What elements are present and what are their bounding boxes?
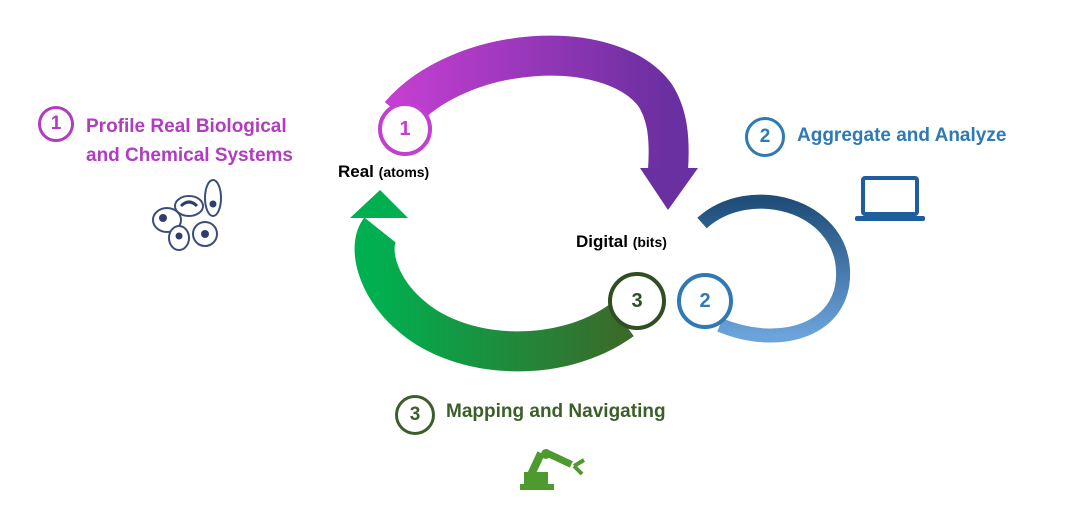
blue-arrow-loop (697, 194, 851, 343)
cycle-badge-2: 2 (677, 273, 733, 329)
purple-arrow-arc (384, 35, 689, 172)
step-2-title: Aggregate and Analyze (797, 125, 1007, 146)
step-1-title-line1: Profile Real Biological (86, 116, 287, 137)
step-1-title-line2: and Chemical Systems (86, 145, 293, 166)
green-arrowhead (350, 190, 408, 218)
step-1-title: Profile Real Biological and Chemical Sys… (86, 112, 293, 170)
purple-arrowhead (640, 168, 698, 210)
step-3-badge: 3 (395, 395, 435, 435)
real-label: Real (atoms) (338, 162, 429, 182)
digital-label-sub: (bits) (632, 234, 667, 250)
step-3-title: Mapping and Navigating (446, 401, 666, 422)
green-arrow-arc (354, 217, 634, 372)
digital-label: Digital (bits) (576, 232, 667, 252)
step-1-badge: 1 (38, 106, 74, 142)
cells-icon (152, 179, 222, 251)
step-2-badge: 2 (745, 117, 785, 157)
digital-label-main: Digital (576, 232, 628, 251)
real-label-sub: (atoms) (378, 164, 430, 180)
robot-arm-icon (520, 449, 586, 490)
cycle-badge-1: 1 (378, 102, 432, 156)
real-label-main: Real (338, 162, 374, 181)
cycle-badge-3: 3 (608, 272, 666, 330)
laptop-icon (855, 176, 925, 221)
